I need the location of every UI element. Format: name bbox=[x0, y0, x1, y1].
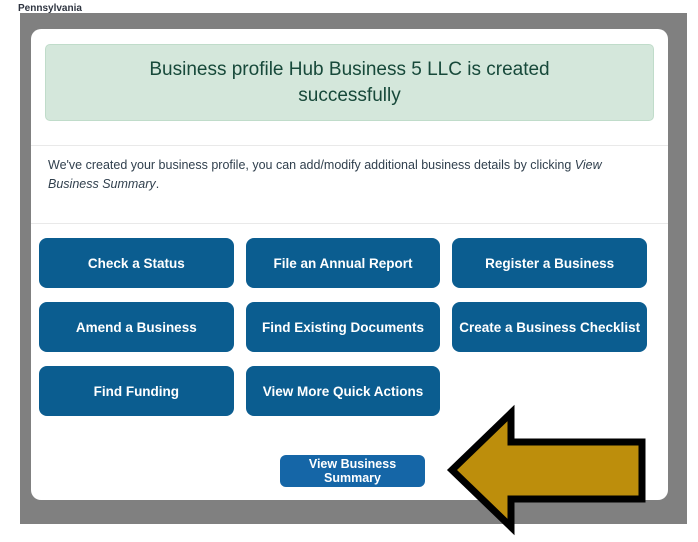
amend-a-business-button[interactable]: Amend a Business bbox=[39, 302, 234, 352]
view-business-summary-button[interactable]: View Business Summary bbox=[280, 455, 425, 487]
description-suffix: . bbox=[155, 177, 160, 191]
page-header-text: Pennsylvania bbox=[14, 3, 86, 14]
modal-description: We've created your business profile, you… bbox=[48, 156, 650, 194]
description-text: We've created your business profile, you… bbox=[48, 158, 575, 172]
check-a-status-button[interactable]: Check a Status bbox=[39, 238, 234, 288]
find-existing-documents-button[interactable]: Find Existing Documents bbox=[245, 302, 441, 352]
success-banner: Business profile Hub Business 5 LLC is c… bbox=[45, 44, 654, 121]
success-banner-text: Business profile Hub Business 5 LLC is c… bbox=[149, 58, 550, 106]
file-an-annual-report-button[interactable]: File an Annual Report bbox=[245, 238, 441, 288]
section-divider-top bbox=[31, 145, 668, 146]
description-italic-text: View Business Summary bbox=[48, 158, 602, 191]
underlying-page-header: Pennsylvania bbox=[0, 0, 698, 14]
register-a-business-button[interactable]: Register a Business bbox=[452, 238, 647, 288]
view-more-quick-actions-button[interactable]: View More Quick Actions bbox=[245, 366, 441, 416]
create-a-business-checklist-button[interactable]: Create a Business Checklist bbox=[452, 302, 647, 352]
section-divider-bottom bbox=[31, 223, 668, 224]
success-modal: Business profile Hub Business 5 LLC is c… bbox=[31, 29, 668, 500]
find-funding-button[interactable]: Find Funding bbox=[39, 366, 234, 416]
quick-actions-grid: Check a Status File an Annual Report Reg… bbox=[39, 238, 647, 416]
